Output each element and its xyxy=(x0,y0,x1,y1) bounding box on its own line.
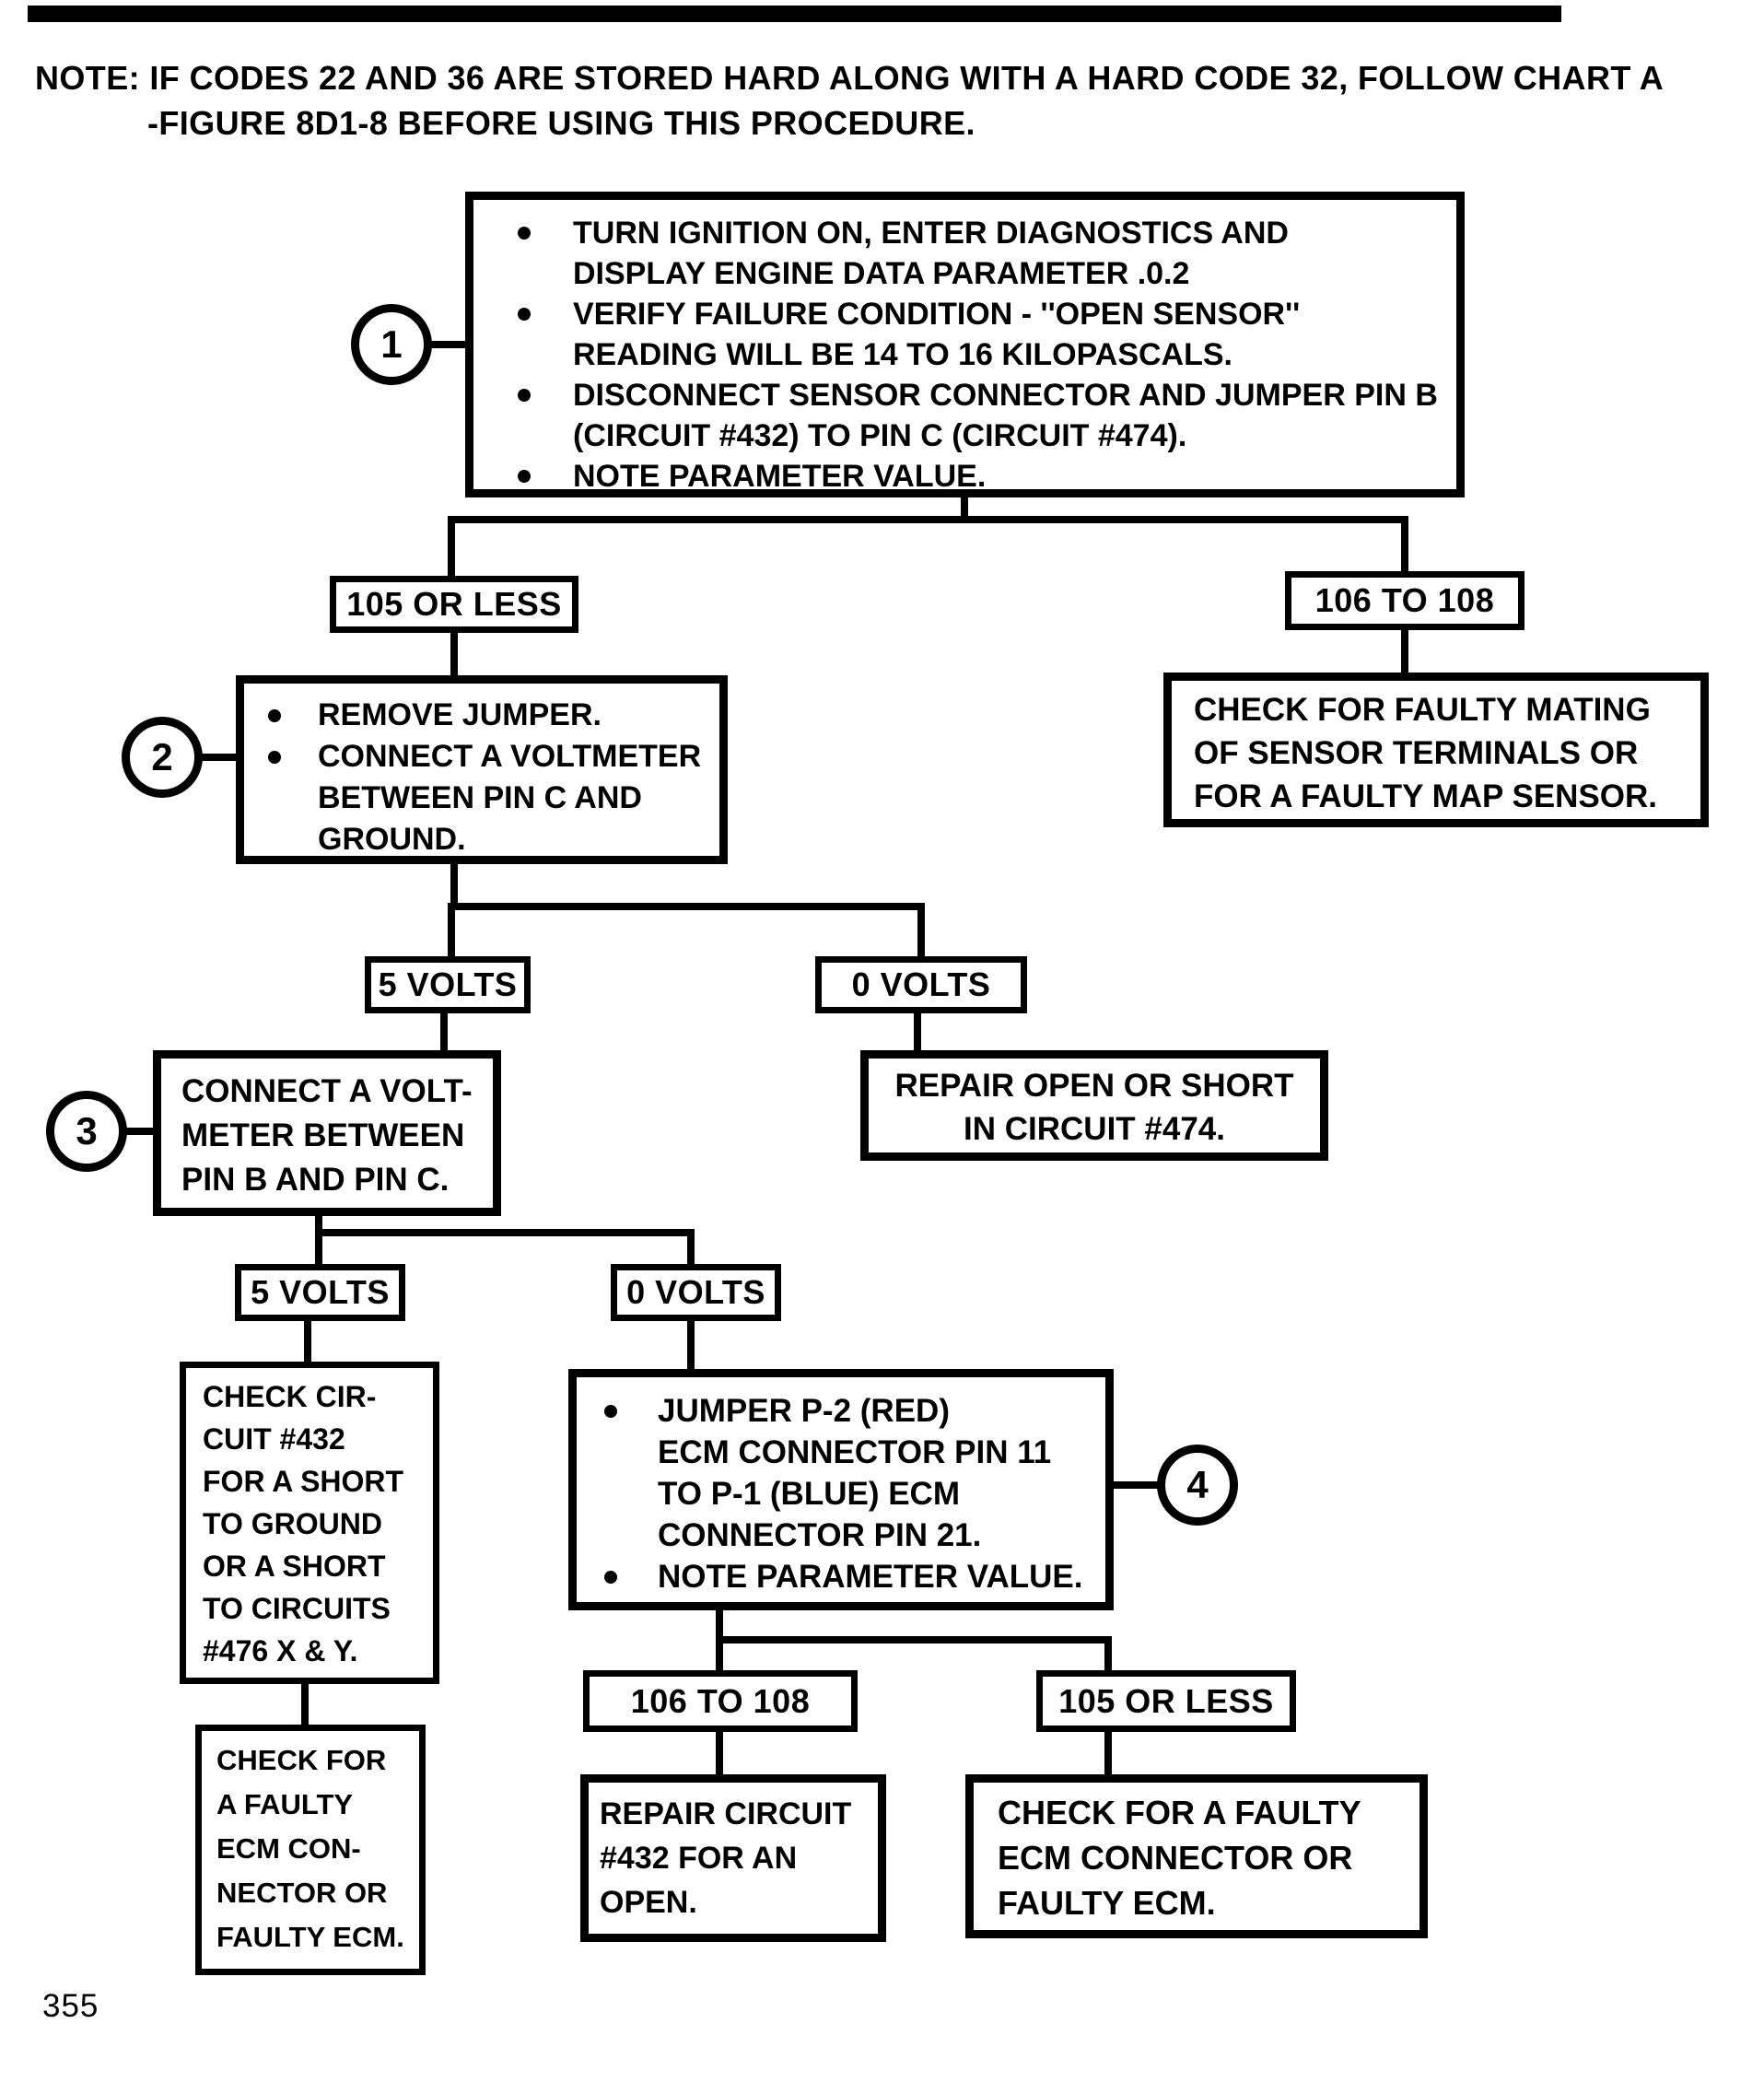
connector xyxy=(315,1229,695,1236)
connector xyxy=(716,1610,723,1644)
step1-bullet-4: NOTE PARAMETER VALUE. xyxy=(573,459,987,494)
step1-bullet-1: TURN IGNITION ON, ENTER DIAGNOSTICS AND … xyxy=(573,216,1289,291)
branch-label-5-volts-2: 5 VOLTS xyxy=(235,1264,405,1321)
branch-label-0-volts-2: 0 VOLTS xyxy=(611,1264,781,1321)
connector xyxy=(450,633,458,679)
step1-box: TURN IGNITION ON, ENTER DIAGNOSTICS AND … xyxy=(465,192,1465,497)
page-number: 355 xyxy=(42,1988,99,2024)
step2-number: 2 xyxy=(151,735,173,778)
connector-step4-marker xyxy=(1110,1481,1161,1489)
step3-number: 3 xyxy=(76,1109,98,1152)
outcome-repair-432-box: REPAIR CIRCUIT #432 FOR AN OPEN. xyxy=(580,1774,886,1942)
outcome-faulty-mating-text: CHECK FOR FAULTY MATING OF SENSOR TERMIN… xyxy=(1194,692,1658,814)
outcome-faulty-ecm-right-box: CHECK FOR A FAULTY ECM CONNECTOR OR FAUL… xyxy=(965,1774,1428,1938)
outcome-repair-474-text: REPAIR OPEN OR SHORT IN CIRCUIT #474. xyxy=(894,1068,1294,1147)
branch-label-106-to-108-1: 106 TO 108 xyxy=(1285,571,1525,630)
connector-step2-marker xyxy=(197,754,239,761)
connector xyxy=(448,903,925,910)
connector-step3-marker xyxy=(122,1128,158,1135)
bullet-icon xyxy=(518,470,531,483)
bullet-icon xyxy=(518,308,531,321)
connector xyxy=(716,1636,723,1673)
bullet-icon xyxy=(268,751,281,764)
connector xyxy=(315,1229,322,1266)
outcome-repair-432-text: REPAIR CIRCUIT #432 FOR AN OPEN. xyxy=(600,1796,852,1920)
connector xyxy=(917,903,925,958)
connector xyxy=(448,516,1408,523)
connector xyxy=(440,1012,448,1054)
bullet-icon xyxy=(604,1571,617,1584)
note-text: NOTE: IF CODES 22 AND 36 ARE STORED HARD… xyxy=(35,55,1664,146)
branch-label-105-or-less-2: 105 OR LESS xyxy=(1036,1670,1296,1732)
step4-bullet-2: NOTE PARAMETER VALUE. xyxy=(658,1559,1083,1595)
connector xyxy=(1104,1732,1112,1776)
connector-step1-marker xyxy=(426,341,468,348)
connector xyxy=(716,1732,723,1776)
note-line-2: -FIGURE 8D1-8 BEFORE USING THIS PROCEDUR… xyxy=(147,104,975,142)
outcome-check-circuit-432-box: CHECK CIR- CUIT #432 FOR A SHORT TO GROU… xyxy=(180,1362,439,1684)
step1-marker: 1 xyxy=(351,304,432,385)
step4-box: JUMPER P-2 (RED) ECM CONNECTOR PIN 11 TO… xyxy=(568,1369,1114,1610)
outcome-faulty-ecm-right-text: CHECK FOR A FAULTY ECM CONNECTOR OR FAUL… xyxy=(998,1794,1361,1922)
connector xyxy=(301,1684,309,1726)
connector xyxy=(315,1216,322,1236)
connector xyxy=(448,903,455,958)
connector xyxy=(687,1229,695,1266)
bullet-icon xyxy=(518,227,531,240)
connector xyxy=(1401,630,1408,674)
branch-label-105-or-less-1: 105 OR LESS xyxy=(330,576,578,633)
step4-marker: 4 xyxy=(1157,1445,1238,1526)
bullet-icon xyxy=(518,389,531,402)
step2-marker: 2 xyxy=(122,717,203,798)
outcome-faulty-mating-box: CHECK FOR FAULTY MATING OF SENSOR TERMIN… xyxy=(1163,673,1709,827)
step4-bullet-1: JUMPER P-2 (RED) ECM CONNECTOR PIN 11 TO… xyxy=(658,1393,1052,1553)
note-line-1: NOTE: IF CODES 22 AND 36 ARE STORED HARD… xyxy=(35,59,1665,97)
step2-bullet-2: CONNECT A VOLTMETER BETWEEN PIN C AND GR… xyxy=(318,739,702,857)
branch-label-106-to-108-2: 106 TO 108 xyxy=(583,1670,858,1732)
connector xyxy=(1401,516,1408,578)
step2-bullet-1: REMOVE JUMPER. xyxy=(318,697,602,732)
connector xyxy=(687,1319,695,1371)
step1-bullet-3: DISCONNECT SENSOR CONNECTOR AND JUMPER P… xyxy=(573,378,1438,453)
outcome-check-circuit-432-text: CHECK CIR- CUIT #432 FOR A SHORT TO GROU… xyxy=(203,1380,404,1667)
step2-box: REMOVE JUMPER. CONNECT A VOLTMETER BETWE… xyxy=(236,675,728,864)
connector xyxy=(914,1012,921,1054)
connector xyxy=(450,864,458,910)
outcome-faulty-ecm-left-box: CHECK FOR A FAULTY ECM CON- NECTOR OR FA… xyxy=(195,1725,426,1975)
bullet-icon xyxy=(268,709,281,722)
outcome-faulty-ecm-left-text: CHECK FOR A FAULTY ECM CON- NECTOR OR FA… xyxy=(216,1744,404,1953)
connector xyxy=(961,496,968,523)
step3-marker: 3 xyxy=(46,1091,127,1172)
step3-text: CONNECT A VOLT- METER BETWEEN PIN B AND … xyxy=(181,1073,473,1198)
top-rule xyxy=(28,6,1561,22)
step1-bullet-2: VERIFY FAILURE CONDITION - ''OPEN SENSOR… xyxy=(573,297,1301,372)
step4-number: 4 xyxy=(1186,1463,1209,1506)
connector xyxy=(1104,1636,1112,1673)
connector xyxy=(716,1636,1112,1644)
connector xyxy=(304,1319,311,1363)
branch-label-0-volts-1: 0 VOLTS xyxy=(815,956,1027,1013)
outcome-repair-474-box: REPAIR OPEN OR SHORT IN CIRCUIT #474. xyxy=(860,1050,1328,1161)
step3-box: CONNECT A VOLT- METER BETWEEN PIN B AND … xyxy=(153,1050,501,1216)
connector xyxy=(448,516,455,578)
branch-label-5-volts-1: 5 VOLTS xyxy=(365,956,531,1013)
step1-number: 1 xyxy=(380,322,403,366)
bullet-icon xyxy=(604,1405,617,1418)
